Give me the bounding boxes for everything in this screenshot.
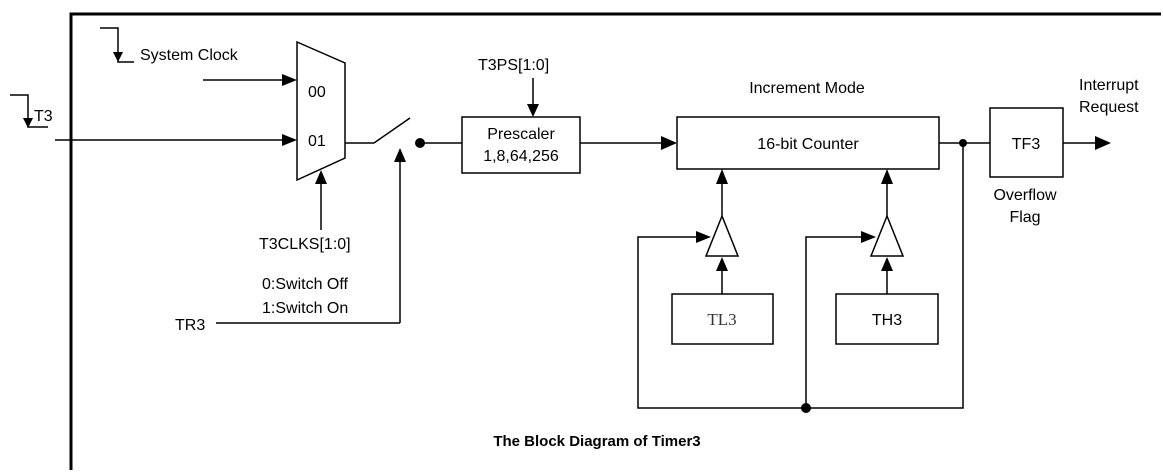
overflow-flag-line2: Flag: [1009, 209, 1040, 226]
feedback-bus: [637, 143, 964, 409]
tl3-buffer-arrow: [716, 169, 728, 184]
system-clock-arrow: [282, 74, 297, 86]
t3-input-arrow: [282, 134, 297, 146]
clock-mux: [296, 40, 346, 182]
interrupt-arrow: [1095, 136, 1111, 150]
prescaler-output-arrow: [661, 136, 677, 150]
interrupt-line1: Interrupt: [1079, 77, 1139, 94]
th3-register-arrow: [881, 257, 893, 271]
tl3-buffer: [704, 213, 740, 257]
counter-label: 16-bit Counter: [757, 136, 859, 153]
th3-enable-line: [805, 236, 862, 408]
th3-buffer: [869, 213, 905, 257]
t3-label: T3: [34, 108, 53, 125]
th3-label: TH3: [872, 312, 902, 329]
increment-mode-label: Increment Mode: [749, 80, 865, 97]
t3-clock-edge-arrow: [23, 118, 33, 128]
tl3-register: [671, 293, 774, 345]
switch-off-label: 0:Switch Off: [262, 276, 349, 293]
overflow-flag-line1: Overflow: [993, 187, 1057, 204]
tf3-label: TF3: [1012, 136, 1041, 153]
interrupt-line2: Request: [1079, 99, 1139, 116]
switch-blade: [373, 117, 411, 144]
system-clock-edge-arrow: [113, 52, 123, 62]
tl3-enable-arrow: [696, 231, 711, 243]
t3-clock-edge-icon: [10, 94, 48, 128]
tr3-label: TR3: [175, 317, 205, 334]
mux-select-label: T3CLKS[1:0]: [259, 236, 351, 253]
mux-select-arrow: [315, 170, 327, 184]
prescaler-select-arrow: [527, 104, 539, 117]
prescaler-select-label: T3PS[1:0]: [478, 57, 549, 74]
prescaler-values: 1,8,64,256: [483, 148, 559, 165]
prescaler-title: Prescaler: [487, 126, 555, 143]
th3-buffer-arrow: [881, 169, 893, 184]
diagram-frame: [69, 12, 1161, 470]
th3-register: [835, 293, 939, 345]
tl3-register-arrow: [716, 257, 728, 271]
system-clock-edge-icon: [100, 27, 134, 63]
mux-input-00: 00: [308, 84, 326, 101]
prescaler-block: [461, 116, 581, 174]
switch-on-label: 1:Switch On: [262, 300, 348, 317]
mux-input-01: 01: [308, 133, 326, 150]
system-clock-label: System Clock: [140, 47, 239, 64]
feedback-junction: [801, 403, 811, 413]
tl3-label: TL3: [707, 310, 736, 329]
th3-enable-arrow: [861, 231, 876, 243]
diagram-title: The Block Diagram of Timer3: [493, 433, 700, 450]
tf3-block: [989, 107, 1064, 178]
tr3-control-arrow: [394, 148, 406, 162]
